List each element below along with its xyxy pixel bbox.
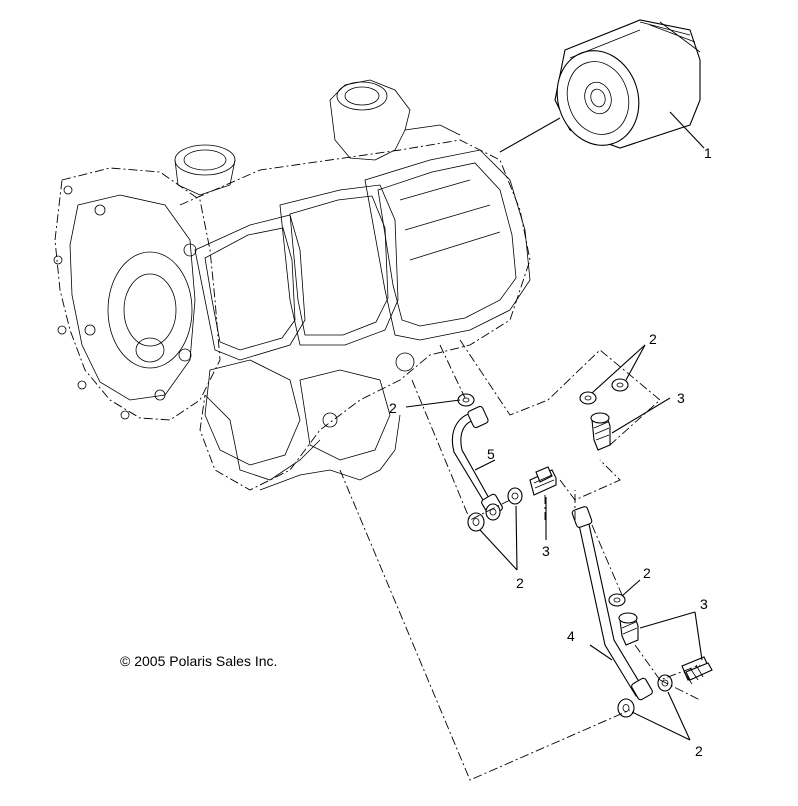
callout-leader-1: [669, 111, 705, 149]
banjo-bolt: [590, 412, 611, 451]
copyright-notice: © 2005 Polaris Sales Inc.: [120, 653, 277, 669]
sealing-washer: [579, 378, 629, 405]
callout-label-2-bottom: 2: [695, 743, 703, 759]
callout-label-3-middle: 3: [542, 543, 550, 559]
banjo-bolt: [681, 656, 713, 685]
callout-label-2-upper-right: 2: [649, 331, 657, 347]
banjo-bolt: [529, 466, 557, 496]
oil-filter: [554, 19, 701, 149]
callout-leader-5: [474, 459, 496, 471]
callout-label-2-left: 2: [389, 400, 397, 416]
callout-label-1: 1: [704, 145, 712, 161]
callout-leader-4: [589, 644, 613, 661]
sealing-washer: [457, 393, 523, 532]
callout-label-3-lower: 3: [700, 596, 708, 612]
callout-label-3-upper-right: 3: [677, 390, 685, 406]
assembly-centerlines: [339, 339, 701, 781]
oil-line-lower: [571, 506, 653, 701]
engine-crankcase: [53, 79, 531, 491]
callout-label-2-lower: 2: [643, 565, 651, 581]
callout-leaders: [405, 344, 703, 741]
callout-label-4: 4: [567, 628, 575, 644]
banjo-bolt: [618, 612, 639, 646]
oil-line-upper: [452, 405, 503, 517]
sealing-washer: [608, 593, 673, 718]
callout-label-5: 5: [487, 446, 495, 462]
callout-label-2-middle: 2: [516, 575, 524, 591]
filter-mount-line: [499, 117, 561, 153]
